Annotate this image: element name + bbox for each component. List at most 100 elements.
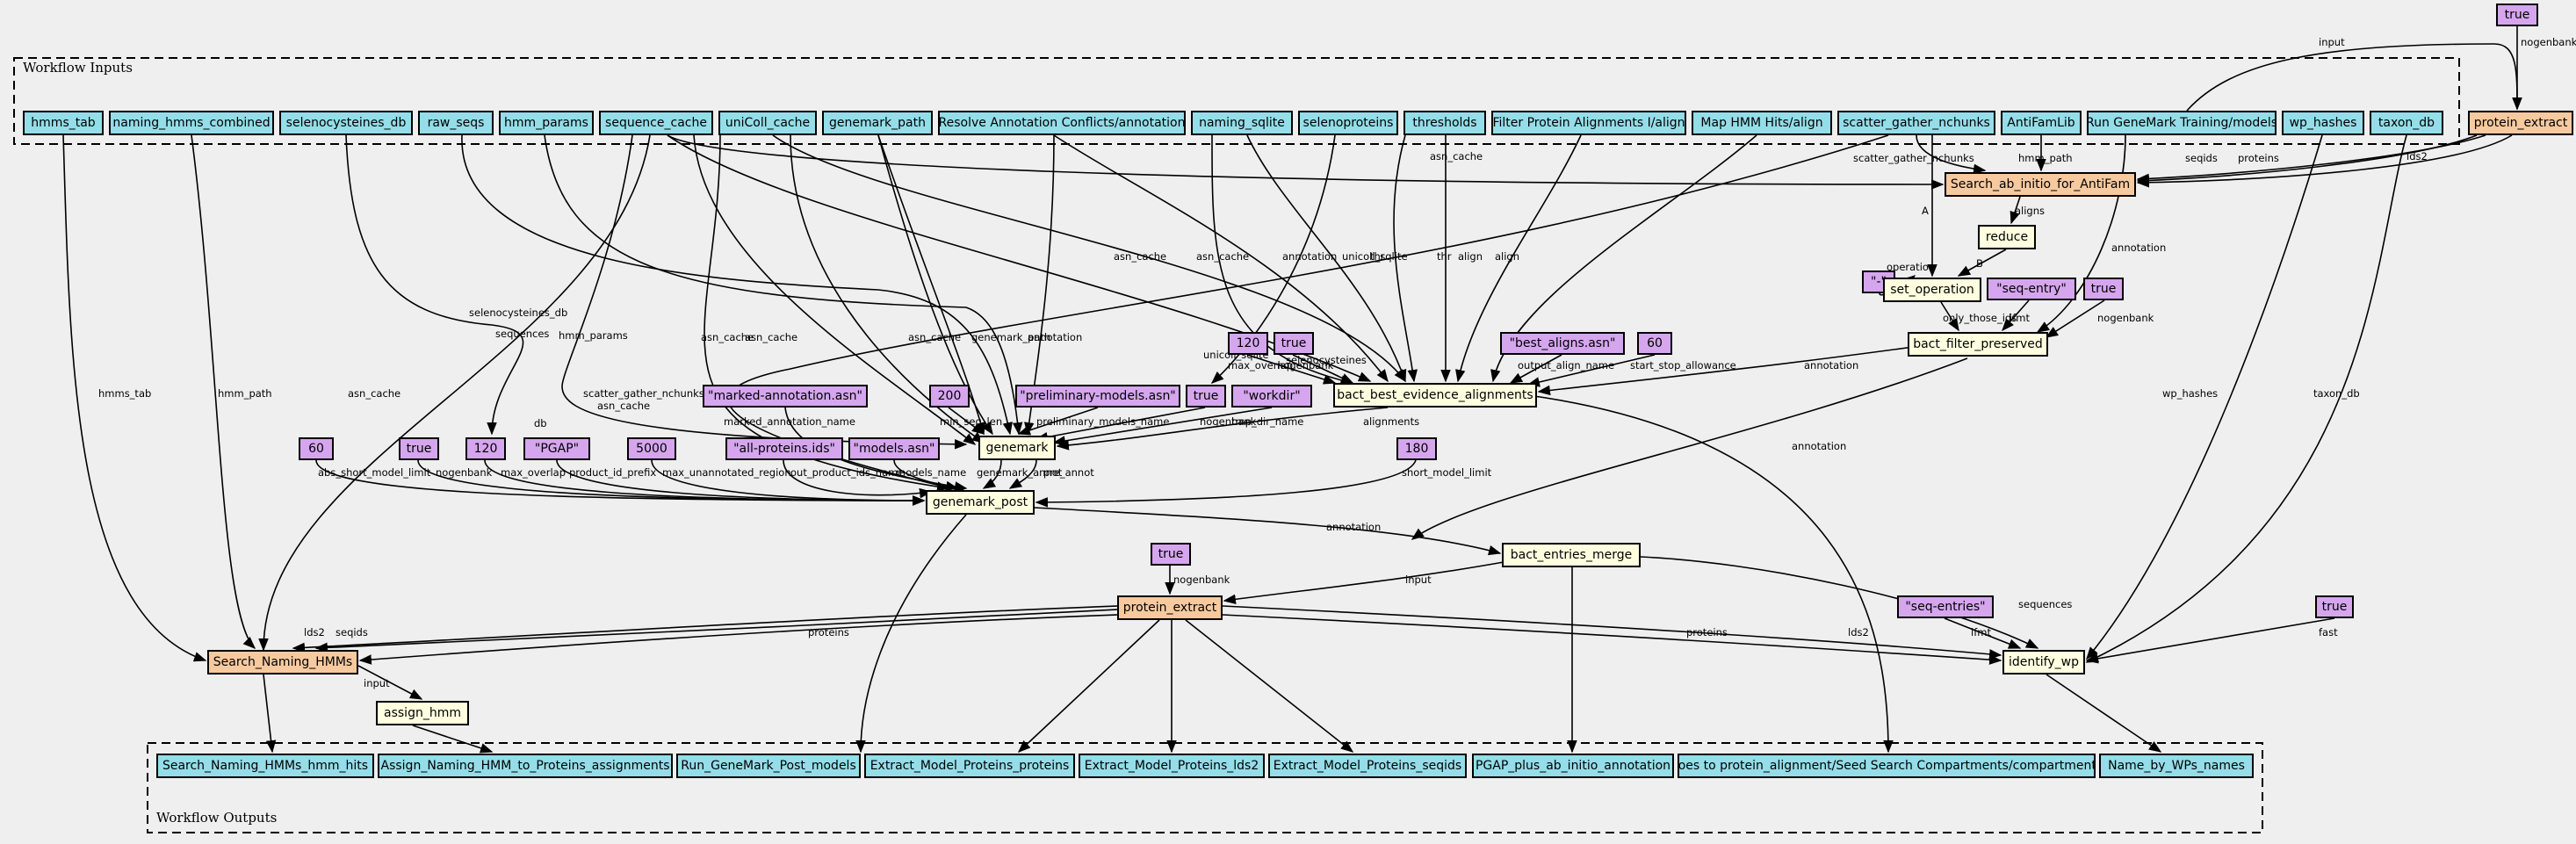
- edge-label-gmpath: genemark_path: [971, 331, 1050, 343]
- edge-label-align_bbea2: align: [1495, 250, 1519, 263]
- edge-gmpath: [877, 134, 986, 436]
- input-unicoll-cache[interactable]: uniColl_cache: [718, 111, 817, 135]
- input-map-hmm-hits[interactable]: Map HMM Hits/align: [1692, 111, 1832, 135]
- edge-to-assign: [412, 725, 494, 754]
- const-120-gp[interactable]: 120: [465, 437, 506, 460]
- const-true-protein-extract[interactable]: true: [1151, 543, 1191, 566]
- edge-label-aligns_r: aligns: [2015, 205, 2045, 217]
- const-preliminary-models[interactable]: "preliminary-models.asn": [1015, 385, 1180, 408]
- edge-label-asn_gm4: asn_cache: [597, 400, 650, 412]
- input-hmm-params[interactable]: hmm_params: [499, 111, 594, 135]
- input-selenoproteins[interactable]: selenoproteins: [1298, 111, 1398, 135]
- edge-nogen-bf: [2045, 299, 2105, 338]
- edge-label-nogen_gp: nogenbank: [436, 466, 493, 479]
- const-60-gp[interactable]: 60: [299, 437, 334, 460]
- const-seq-entries[interactable]: "seq-entries": [1897, 595, 1994, 618]
- const-workdir[interactable]: "workdir": [1231, 385, 1312, 408]
- const-180[interactable]: 180: [1396, 437, 1437, 460]
- const-true-gp[interactable]: true: [399, 437, 439, 460]
- edge-asn-gm2: [790, 134, 985, 444]
- output-extract-model-proteins-proteins[interactable]: Extract_Model_Proteins_proteins: [864, 754, 1075, 778]
- const-true-bbea[interactable]: true: [1274, 332, 1314, 355]
- const-seq-entry[interactable]: "seq-entry": [1987, 278, 2076, 300]
- input-antifamlib[interactable]: AntiFamLib: [2001, 111, 2082, 135]
- output-pgap-plus-ab-initio-annotation[interactable]: PGAP_plus_ab_initio_annotation: [1472, 754, 1674, 778]
- edge-label-lds2_iw: lds2: [1848, 626, 1869, 638]
- edge-annot-bfp: [1537, 343, 1933, 396]
- set-operation-step[interactable]: set_operation: [1883, 278, 1981, 302]
- edge-label-ifmt_iw: ifmt: [1971, 626, 1991, 638]
- edge-fast-iw: [2085, 617, 2335, 664]
- edge-label-abs_short: abs_short_model_limit: [318, 466, 431, 479]
- input-sequence-cache[interactable]: sequence_cache: [599, 111, 713, 135]
- const-200[interactable]: 200: [929, 385, 970, 408]
- edge-label-nogen_bbea: nogenbank: [1277, 359, 1334, 372]
- search-naming-hmms[interactable]: Search_Naming_HMMs: [207, 650, 358, 674]
- input-filter-protein-alignments[interactable]: Filter Protein Alignments I/align: [1491, 111, 1686, 135]
- const-best-aligns[interactable]: "best_aligns.asn": [1500, 332, 1625, 355]
- input-genemark-path[interactable]: genemark_path: [822, 111, 933, 135]
- const-60-bbea[interactable]: 60: [1637, 332, 1672, 355]
- input-selenocysteines-db[interactable]: selenocysteines_db: [279, 111, 413, 135]
- edge-label-op_so: operation: [1887, 261, 1935, 273]
- const-true-filter[interactable]: true: [2083, 278, 2124, 300]
- output-compartments[interactable]: goes to protein_alignment/Seed Search Co…: [1678, 754, 2096, 778]
- protein-extract-mid[interactable]: protein_extract: [1117, 595, 1223, 620]
- identify-wp-step[interactable]: identify_wp: [2002, 650, 2085, 674]
- const-pgap[interactable]: "PGAP": [523, 437, 590, 460]
- input-thresholds[interactable]: thresholds: [1403, 111, 1486, 135]
- input-resolve-annotation[interactable]: Resolve Annotation Conflicts/annotation: [938, 111, 1186, 135]
- edge-label-asn_gm1: asn_cache: [701, 331, 754, 343]
- const-120-bbea[interactable]: 120: [1228, 332, 1268, 355]
- const-true-genemark[interactable]: true: [1186, 385, 1226, 408]
- genemark-step[interactable]: genemark: [978, 436, 1056, 460]
- reduce-step[interactable]: reduce: [1978, 225, 2036, 249]
- edge-label-maxov_gp: max_overlap: [501, 466, 566, 479]
- output-extract-model-proteins-seqids[interactable]: Extract_Model_Proteins_seqids: [1268, 754, 1467, 778]
- genemark-post-step[interactable]: genemark_post: [926, 490, 1035, 515]
- input-naming-sqlite[interactable]: naming_sqlite: [1191, 111, 1293, 135]
- protein-extract-top[interactable]: protein_extract: [2468, 111, 2573, 135]
- edge-lds2-top: [2136, 134, 2513, 188]
- edge-label-prelim: preliminary_models_name: [1036, 415, 1169, 428]
- output-extract-model-proteins-lds2[interactable]: Extract_Model_Proteins_lds2: [1079, 754, 1265, 778]
- edge-sequences-iw: [1640, 556, 2039, 649]
- edge-label-taxondb: taxon_db: [2313, 387, 2360, 400]
- input-hmms-tab[interactable]: hmms_tab: [23, 111, 104, 135]
- input-scatter-gather-nchunks[interactable]: scatter_gather_nchunks: [1837, 111, 1995, 135]
- const-all-proteins-ids[interactable]: "all-proteins.ids": [725, 437, 843, 460]
- input-raw-seqs[interactable]: raw_seqs: [418, 111, 494, 135]
- input-run-genemark-training[interactable]: Run GeneMark Training/models: [2087, 111, 2277, 135]
- input-naming-hmms-combined[interactable]: naming_hmms_combined: [109, 111, 274, 135]
- bact-entries-merge-step[interactable]: bact_entries_merge: [1502, 543, 1641, 567]
- edge-label-input_pe: input: [1405, 573, 1432, 586]
- input-wp-hashes[interactable]: wp_hashes: [2282, 111, 2364, 135]
- output-assign-naming-hmm[interactable]: Assign_Naming_HMM_to_Proteins_assignment…: [378, 754, 673, 778]
- bact-filter-preserved-step[interactable]: bact_filter_preserved: [1908, 332, 2048, 357]
- output-run-genemark-post-models[interactable]: Run_GeneMark_Post_models: [676, 754, 861, 778]
- search-ab-initio-for-antifam[interactable]: Search_ab_initio_for_AntiFam: [1945, 172, 2136, 197]
- edge-to-rungm: [855, 514, 967, 754]
- edge-label-proteins_sn: proteins: [808, 626, 849, 638]
- const-true-identify-wp[interactable]: true: [2315, 595, 2354, 618]
- bact-best-evidence-alignments-step[interactable]: bact_best_evidence_alignments: [1333, 383, 1537, 408]
- edge-label-marked_gp: marked_annotation_name: [724, 415, 855, 428]
- output-search-naming-hmm-hits[interactable]: Search_Naming_HMMs_hmm_hits: [156, 754, 374, 778]
- const-marked-annotation[interactable]: "marked-annotation.asn": [703, 385, 868, 408]
- edge-label-seqids_sa: seqids: [2185, 152, 2218, 164]
- output-name-by-wps-names[interactable]: Name_by_WPs_names: [2099, 754, 2254, 778]
- input-taxon-db[interactable]: taxon_db: [2370, 111, 2443, 135]
- edge-label-seleno_bbea: selenocysteines: [1286, 354, 1367, 366]
- edge-hmmparams: [544, 134, 1023, 436]
- edge-taxondb: [2085, 134, 2407, 663]
- edge-seleno-bbea: [1210, 134, 1336, 384]
- edge-shortmodel: [1035, 459, 1417, 508]
- edge-alignments-gm: [1056, 407, 1389, 451]
- const-true-top[interactable]: true: [2496, 4, 2538, 26]
- const-5000[interactable]: 5000: [627, 437, 676, 460]
- assign-hmm-step[interactable]: assign_hmm: [376, 701, 469, 725]
- edge-label-tmpdir: tmp_dir_name: [1231, 415, 1303, 428]
- const-models-asn[interactable]: "models.asn": [848, 437, 940, 460]
- edge-seqids-sa: [2136, 134, 2486, 184]
